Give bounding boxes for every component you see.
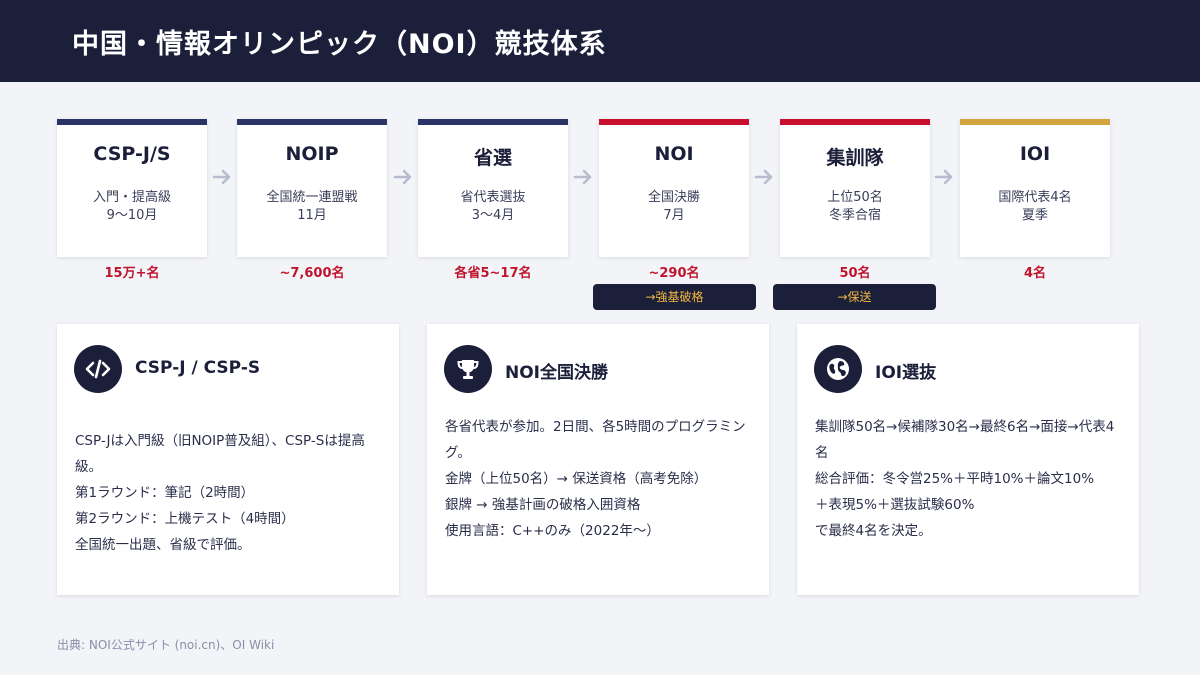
card-line: ＋表現5%＋選抜試験60% xyxy=(815,497,975,513)
stage-name: 省選 xyxy=(473,147,512,169)
trophy-icon xyxy=(444,345,492,393)
stage-card-csp: CSP-J/S 入門・提高級 9〜10月 xyxy=(57,119,207,257)
arrow-right-icon xyxy=(572,166,594,188)
arrow-right-icon xyxy=(933,166,955,188)
stage-name: CSP-J/S xyxy=(93,143,171,165)
card-line: 総合評価：冬令営25%＋平時10%＋論文10% xyxy=(815,471,1095,487)
source-note: 出典: NOI公式サイト (noi.cn)、OI Wiki xyxy=(57,638,275,652)
stage-count: 50名 xyxy=(839,266,871,281)
header-banner: 中国・情報オリンピック（NOI）競技体系 xyxy=(0,0,1200,82)
stage-desc-line: 夏季 xyxy=(1021,208,1048,223)
stage-desc-line: 省代表選抜 xyxy=(460,190,526,205)
stage-accent-bar xyxy=(57,119,207,125)
stage-name: 集訓隊 xyxy=(826,147,884,169)
code-icon xyxy=(74,345,122,393)
info-card-noi: NOI全国決勝 各省代表が参加。2日間、各5時間のプログラミング。 金牌（上位5… xyxy=(427,324,769,595)
card-body: CSP-Jは入門級（旧NOIP普及組）、CSP-Sは提高級。 第1ラウンド：筆記… xyxy=(75,428,381,558)
card-title: IOI選抜 xyxy=(875,363,937,383)
arrow-right-icon xyxy=(753,166,775,188)
stage-desc-line: 3〜4月 xyxy=(471,208,515,223)
stage-desc: 全国決勝 7月 xyxy=(599,189,749,225)
info-card-ioi: IOI選抜 集訓隊50名→候補隊30名→最終6名→面接→代表4名 総合評価：冬令… xyxy=(797,324,1139,595)
page-title: 中国・情報オリンピック（NOI）競技体系 xyxy=(72,29,607,60)
card-line: 第1ラウンド：筆記（2時間） xyxy=(75,485,255,501)
stage-count: 各省5~17名 xyxy=(454,266,532,281)
stage-card-provincial: 省選 省代表選抜 3〜4月 xyxy=(418,119,568,257)
stage-count: 4名 xyxy=(1023,266,1047,281)
stage-count: 15万+名 xyxy=(104,266,160,281)
card-body: 各省代表が参加。2日間、各5時間のプログラミング。 金牌（上位50名）→ 保送資… xyxy=(445,414,751,544)
noi-benefit-tag: →強基破格 xyxy=(593,284,756,310)
stage-card-noi: NOI 全国決勝 7月 xyxy=(599,119,749,257)
card-line: CSP-Jは入門級（旧NOIP普及組）、CSP-Sは提高級。 xyxy=(75,433,365,475)
stage-desc-line: 11月 xyxy=(297,208,327,223)
card-title: CSP-J / CSP-S xyxy=(135,358,261,378)
team-benefit-tag: →保送 xyxy=(773,284,936,310)
stage-desc-line: 全国決勝 xyxy=(647,190,700,205)
card-body: 集訓隊50名→候補隊30名→最終6名→面接→代表4名 総合評価：冬令営25%＋平… xyxy=(815,414,1121,544)
stage-name: IOI xyxy=(1019,143,1051,165)
stage-desc: 上位50名 冬季合宿 xyxy=(780,189,930,225)
stage-count: ~290名 xyxy=(648,266,700,281)
stage-count: ~7,600名 xyxy=(279,266,345,281)
stage-card-ioi: IOI 国際代表4名 夏季 xyxy=(960,119,1110,257)
stage-accent-bar xyxy=(960,119,1110,125)
stage-desc-line: 入門・提高級 xyxy=(92,190,171,205)
globe-icon xyxy=(814,345,862,393)
stage-desc-line: 9〜10月 xyxy=(106,208,158,223)
stage-desc-line: 上位50名 xyxy=(827,190,883,205)
card-line: 全国統一出題、省級で評価。 xyxy=(75,537,251,553)
stage-desc-line: 国際代表4名 xyxy=(998,190,1072,205)
stage-name: NOIP xyxy=(285,143,339,165)
card-line: で最終4名を決定。 xyxy=(815,523,932,539)
stage-desc: 国際代表4名 夏季 xyxy=(960,189,1110,225)
stage-accent-bar xyxy=(418,119,568,125)
card-line: 金牌（上位50名）→ 保送資格（高考免除） xyxy=(445,471,708,487)
card-line: 各省代表が参加。2日間、各5時間のプログラミング。 xyxy=(445,419,746,461)
stage-desc-line: 全国統一連盟戦 xyxy=(266,190,358,205)
stage-accent-bar xyxy=(237,119,387,125)
stage-desc: 省代表選抜 3〜4月 xyxy=(418,189,568,225)
arrow-right-icon xyxy=(211,166,233,188)
card-line: 集訓隊50名→候補隊30名→最終6名→面接→代表4名 xyxy=(815,419,1115,461)
arrow-right-icon xyxy=(392,166,414,188)
card-title: NOI全国決勝 xyxy=(505,363,609,383)
info-card-csp: CSP-J / CSP-S CSP-Jは入門級（旧NOIP普及組）、CSP-Sは… xyxy=(57,324,399,595)
stage-accent-bar xyxy=(780,119,930,125)
card-line: 第2ラウンド：上機テスト（4時間） xyxy=(75,511,295,527)
stage-desc: 全国統一連盟戦 11月 xyxy=(237,189,387,225)
stage-card-noip: NOIP 全国統一連盟戦 11月 xyxy=(237,119,387,257)
card-line: 使用言語：C++のみ（2022年〜） xyxy=(445,523,660,539)
stage-desc-line: 7月 xyxy=(663,208,685,223)
stage-card-training-team: 集訓隊 上位50名 冬季合宿 xyxy=(780,119,930,257)
card-line: 銀牌 → 強基計画の破格入囲資格 xyxy=(445,497,641,513)
stage-desc-line: 冬季合宿 xyxy=(828,208,881,223)
stage-name: NOI xyxy=(654,143,694,165)
stage-accent-bar xyxy=(599,119,749,125)
stage-desc: 入門・提高級 9〜10月 xyxy=(57,189,207,225)
